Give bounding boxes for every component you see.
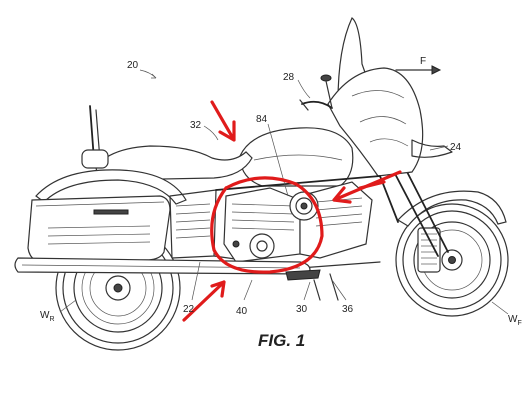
- footboard: [285, 269, 339, 301]
- front-fork: [391, 161, 449, 257]
- ref-30: 30: [296, 304, 308, 315]
- ref-wf: WF: [508, 314, 522, 327]
- leader-lines: [59, 65, 509, 315]
- rear-fender: [35, 169, 187, 205]
- ref-36: 36: [342, 304, 354, 315]
- fuel-tank: [239, 127, 354, 187]
- ref-20: 20: [127, 60, 139, 71]
- direction-label: F: [420, 56, 426, 67]
- ref-wr: WR: [40, 310, 55, 323]
- red-arrow-bottom: [182, 280, 226, 322]
- red-accent-right: [358, 180, 386, 190]
- front-fender: [397, 190, 507, 227]
- handlebar: [299, 74, 333, 111]
- ref-40: 40: [236, 306, 248, 317]
- red-circle-annotation: [210, 176, 324, 274]
- ref-84: 84: [256, 114, 268, 125]
- front-wheel: [395, 203, 509, 317]
- saddlebag: [27, 195, 171, 263]
- ref-28: 28: [283, 72, 295, 83]
- figure-caption: FIG. 1: [258, 331, 305, 350]
- red-arrow-top: [210, 100, 236, 142]
- red-annotations: [182, 100, 402, 322]
- ref-32: 32: [190, 120, 202, 131]
- reference-numerals: 20 28 32 84 24 22 40 30 36 WR WF F: [40, 56, 522, 327]
- backrest: [81, 105, 109, 169]
- ref-24: 24: [450, 142, 462, 153]
- ref-22: 22: [183, 304, 195, 315]
